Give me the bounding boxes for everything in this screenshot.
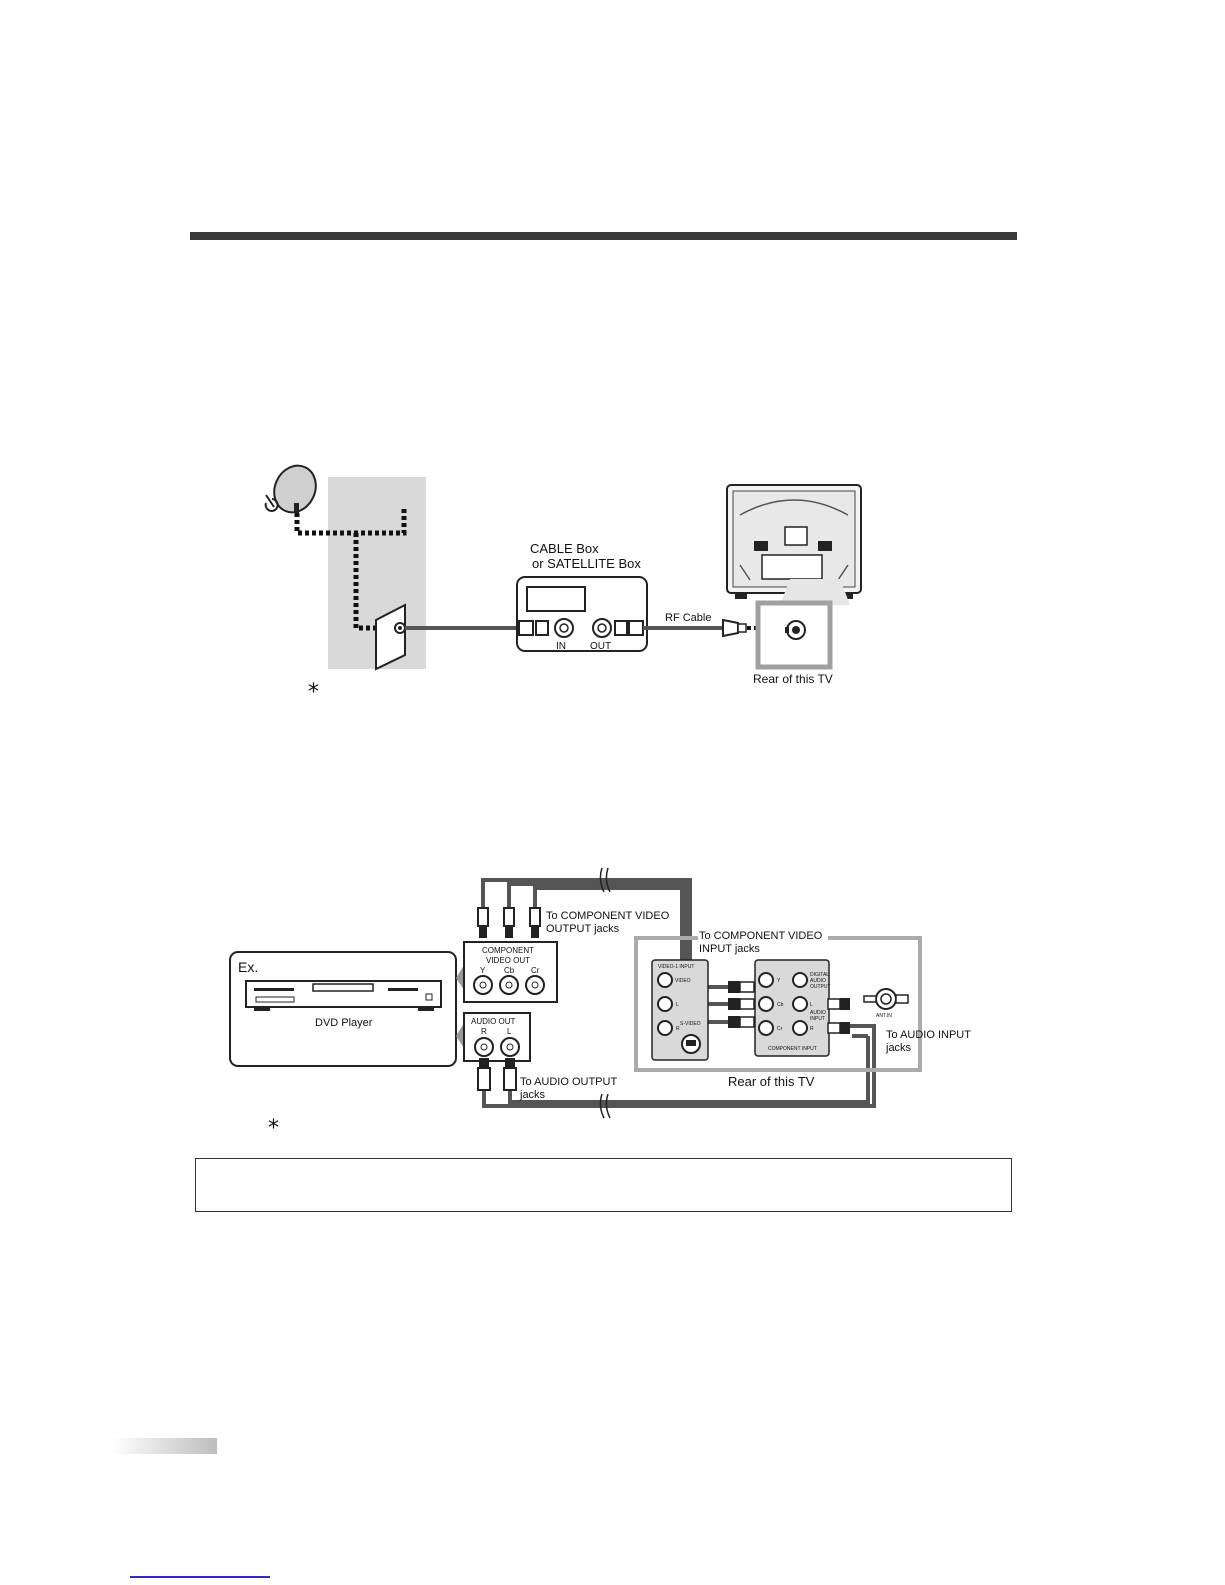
box-title-line1: CABLE Box [530,541,599,556]
panel-cr: Cr [777,1026,783,1032]
header-rule [190,232,1017,240]
to-comp-output-1: To COMPONENT VIDEO [546,910,670,922]
audio-out-title: AUDIO OUT [471,1017,516,1026]
to-comp-output-2: OUTPUT jacks [546,923,620,935]
rf-cable-plug [722,618,739,638]
panel-ant-in: ANT.IN [876,1013,892,1019]
dvd-label: DVD Player [315,1017,373,1029]
component-connection-diagram: Ex. DVD Player COMPONENT VIDEO OUT Y Cb … [229,867,971,1119]
box-title-line2: or SATELLITE Box [532,556,641,571]
panel-audio-l: L [810,1002,813,1008]
panel-digital-2: AUDIO [810,978,826,984]
panel-video1-input: VIDEO-1 INPUT [658,964,694,970]
rf-cable-label: RF Cable [665,612,711,624]
panel-audio-r: R [810,1026,814,1032]
audio-l-label: L [507,1027,512,1036]
ant-in-connector-icon [863,988,909,1010]
panel-audio-input-1: AUDIO [810,1010,826,1016]
page-number-tab [112,1438,217,1454]
panel-video: VIDEO [675,978,691,984]
panel-svideo: S-VIDEO [680,1021,701,1027]
component-out-plugs [477,907,541,938]
to-comp-input-2: INPUT jacks [699,943,760,955]
panel-component-input: COMPONENT INPUT [768,1046,817,1052]
ex-label: Ex. [238,959,258,975]
ant-in-jack-icon [785,620,806,640]
tv-rear-illustration [726,484,862,605]
to-audio-input-2: jacks [885,1042,912,1054]
component-video-out-panel [463,941,558,1003]
panel-r: R [676,1026,680,1032]
cable-box [516,576,648,652]
cable-break-bottom [599,1093,611,1119]
to-audio-input-1: To AUDIO INPUT [886,1029,971,1041]
coax-cable-in [405,626,517,630]
cable-break-top [599,867,611,893]
video1-input-block [651,959,709,1061]
bottom-link-underline [130,1576,270,1578]
rf-cable [643,626,723,630]
comp-out-title-1: COMPONENT [482,946,534,955]
note-star-2: * [268,1116,279,1141]
comp-cr-label: Cr [531,966,540,975]
dish-cable [294,507,407,631]
to-comp-input-1: To COMPONENT VIDEO [699,930,823,942]
note-box [195,1158,1012,1212]
box-out-label: OUT [590,641,611,652]
audio-out-panel [463,1012,531,1062]
audio-r-label: R [481,1027,487,1036]
cable-satellite-diagram: CABLE Box or SATELLITE Box IN OUT RF Cab… [264,464,862,686]
comp-cb-label: Cb [504,966,515,975]
panel-y: Y [777,978,781,984]
panel-l: L [676,1002,679,1008]
rear-label: Rear of this TV [753,672,833,686]
component-input-block [754,959,830,1057]
panel-audio-input-2: INPUT [810,1016,825,1022]
panel-digital-1: DIGITAL [810,972,829,978]
comp-y-label: Y [480,966,486,975]
audio-out-plugs [477,1058,517,1091]
satellite-dish-icon [264,464,317,514]
component-input-plugs [728,981,755,1028]
to-audio-output-2: jacks [519,1089,546,1101]
to-audio-output-1: To AUDIO OUTPUT [520,1076,617,1088]
audio-input-plugs [827,998,850,1034]
panel-cb: Cb [777,1002,784,1008]
note-star-1: * [308,680,319,705]
rear-label-2: Rear of this TV [728,1074,815,1089]
panel-digital-3: OUTPUT [810,984,831,990]
wall-outlet [375,603,406,671]
box-in-label: IN [556,641,566,652]
dvd-player-icon [245,980,442,1011]
comp-out-title-2: VIDEO OUT [486,956,530,965]
